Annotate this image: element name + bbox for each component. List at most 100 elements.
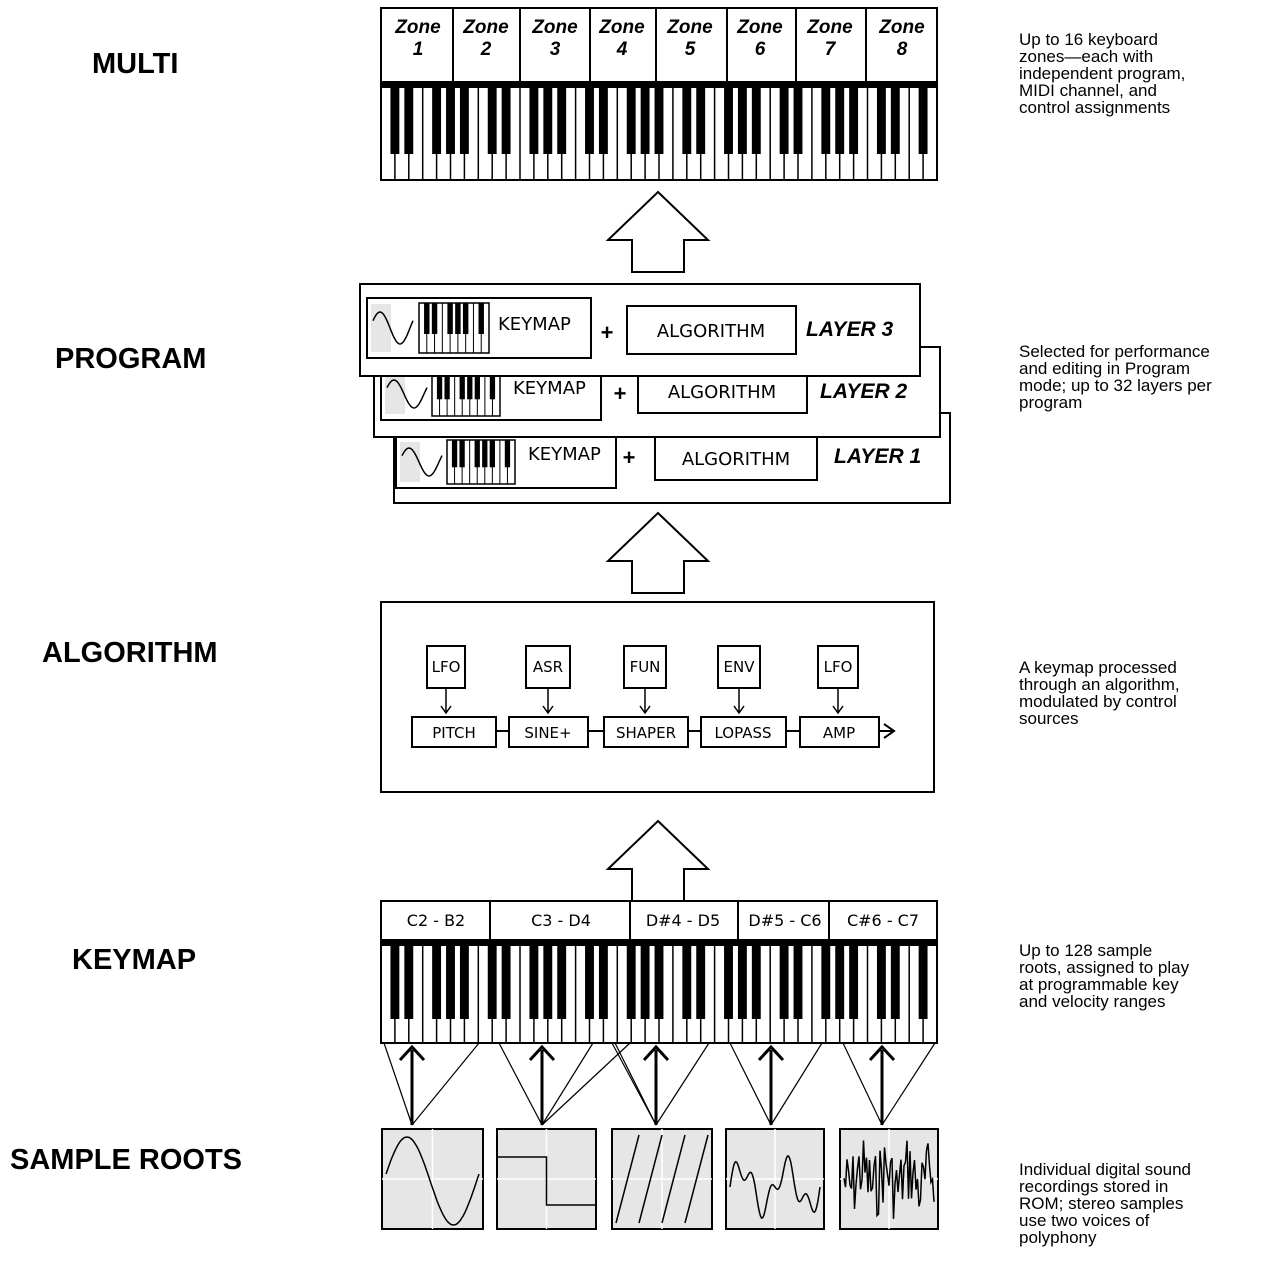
layer-1-algorithm-label: ALGORITHM	[682, 449, 790, 470]
zone-4-word: Zone	[598, 17, 645, 38]
up-arrow-icon	[868, 1044, 896, 1062]
range-line	[411, 1042, 480, 1126]
layer-card-3: KEYMAP + ALGORITHM LAYER 3	[359, 283, 921, 377]
block-lopass: LOPASS	[700, 716, 787, 748]
level-label-program: PROGRAM	[55, 343, 207, 375]
zone-2-number: 2	[480, 39, 492, 60]
black-key	[501, 88, 511, 154]
mini-keyboard-icon	[431, 371, 501, 417]
black-key	[640, 88, 650, 154]
layer-2-plus: +	[614, 381, 627, 406]
black-key	[821, 946, 831, 1019]
black-key	[654, 88, 664, 154]
mini-black-key	[489, 440, 495, 468]
zone-3-word: Zone	[531, 17, 578, 38]
zone-5-word: Zone	[666, 17, 713, 38]
up-arrow-icon	[605, 511, 711, 594]
mini-black-key	[489, 372, 496, 400]
description-keymap: Up to 128 sample roots, assigned to play…	[1019, 941, 1190, 1011]
up-arrow-icon	[642, 1044, 670, 1062]
mini-black-key	[478, 303, 484, 334]
range-line	[541, 1042, 594, 1126]
svg-text:ASR: ASR	[533, 658, 563, 676]
waveform	[385, 1136, 480, 1226]
zone-5-number: 5	[685, 39, 696, 60]
black-key	[835, 88, 845, 154]
modulator-lfo-2: LFO	[817, 645, 859, 715]
black-key	[585, 946, 594, 1019]
black-key	[543, 946, 553, 1019]
black-key	[751, 946, 761, 1019]
zone-1-number: 1	[413, 39, 424, 60]
zone-6-word: Zone	[736, 17, 783, 38]
black-key	[585, 88, 594, 154]
black-key	[849, 88, 859, 154]
layer-3-algorithm-label: ALGORITHM	[657, 321, 765, 342]
up-arrow-icon	[528, 1044, 556, 1062]
layer-2-name: LAYER 2	[820, 380, 907, 403]
layer-3-keymap-label: KEYMAP	[498, 314, 571, 335]
waveform	[615, 1134, 709, 1224]
layer-3-name: LAYER 3	[806, 318, 893, 341]
description-multi: Up to 16 keyboard zones—each with indepe…	[1019, 30, 1186, 117]
black-key	[918, 88, 928, 154]
multi-keyboard	[380, 7, 938, 181]
layer-3-plus: +	[601, 320, 614, 345]
range-label-4: D#5 - C6	[748, 911, 821, 930]
keymap-keyboard	[380, 900, 938, 1044]
up-arrow-icon	[605, 190, 711, 273]
svg-text:LFO: LFO	[824, 658, 853, 676]
range-line	[729, 1042, 772, 1126]
zone-labels: Zone 1 Zone 2 Zone 3 Zone 4 Zone 5 Zone …	[394, 17, 925, 60]
black-key	[459, 88, 469, 154]
black-key	[793, 88, 803, 154]
black-key	[487, 946, 497, 1019]
square-wave-icon	[496, 1128, 597, 1230]
zone-3-number: 3	[550, 39, 561, 60]
mini-black-key	[482, 440, 488, 468]
black-key	[446, 88, 455, 154]
mini-black-key	[447, 303, 453, 334]
mini-black-key	[462, 303, 469, 334]
mini-black-key	[474, 440, 480, 468]
zone-4-number: 4	[616, 39, 628, 60]
black-key	[404, 88, 414, 154]
svg-text:LOPASS: LOPASS	[714, 724, 771, 742]
black-key	[890, 88, 900, 154]
range-line	[881, 1042, 936, 1126]
level-label-keymap: KEYMAP	[72, 944, 197, 976]
description-sample-roots: Individual digital sound recordings stor…	[1019, 1160, 1192, 1247]
up-arrow-icon	[757, 1044, 785, 1062]
waveform	[497, 1156, 596, 1206]
black-key	[682, 946, 692, 1019]
level-label-multi: MULTI	[92, 48, 179, 80]
black-key	[529, 946, 539, 1019]
black-key	[529, 88, 539, 154]
noise-wave-icon	[839, 1128, 939, 1230]
mini-black-key	[474, 372, 480, 400]
mini-black-key	[504, 440, 511, 468]
sample-roots	[381, 1128, 939, 1230]
description-program: Selected for performance and editing in …	[1019, 342, 1212, 412]
description-algorithm: A keymap processed through an algorithm,…	[1019, 658, 1180, 728]
mini-black-key	[459, 372, 465, 400]
mini-black-key	[436, 372, 443, 400]
mini-black-key	[444, 372, 450, 400]
range-label-2: C3 - D4	[531, 911, 591, 930]
black-key	[654, 946, 664, 1019]
black-key	[737, 946, 747, 1019]
range-line	[541, 1042, 631, 1126]
zone-1-word: Zone	[394, 17, 441, 38]
modulator-asr: ASR	[525, 645, 571, 715]
black-key	[682, 88, 692, 154]
black-key	[890, 946, 900, 1019]
black-key	[876, 946, 886, 1019]
mini-black-key	[431, 303, 438, 334]
black-key	[543, 88, 553, 154]
level-label-sample-roots: SAMPLE ROOTS	[10, 1144, 243, 1176]
black-key	[626, 88, 636, 154]
black-key	[598, 88, 608, 154]
black-key	[459, 946, 469, 1019]
svg-text:PITCH: PITCH	[432, 724, 476, 742]
svg-text:SINE+: SINE+	[524, 724, 571, 742]
